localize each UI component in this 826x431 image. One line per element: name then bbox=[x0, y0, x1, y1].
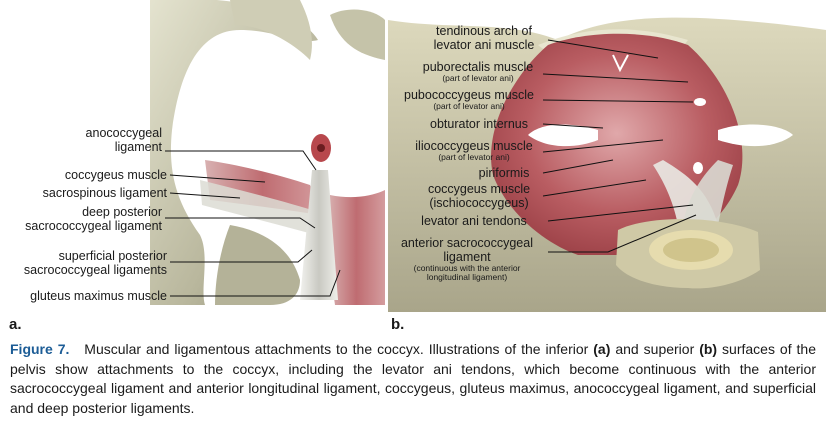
leader-puborectalis bbox=[542, 73, 689, 83]
leader-sacrospinous bbox=[169, 192, 241, 199]
leader-gluteus bbox=[170, 269, 341, 297]
figure-number: Figure 7. bbox=[10, 341, 70, 357]
leader-tendinous-arch bbox=[547, 39, 659, 59]
label-sacrospinous-ligament: sacrospinous ligament bbox=[42, 186, 167, 200]
right-obturator-opening bbox=[718, 124, 793, 147]
leader-deep-posterior bbox=[165, 217, 316, 229]
leader-piriformis bbox=[542, 159, 614, 174]
leader-anterior-sacrococcygeal bbox=[548, 214, 697, 253]
label-pubococcygeus-muscle: pubococcygeus muscle (part of levator an… bbox=[404, 88, 534, 111]
leader-levator-tendons bbox=[547, 204, 694, 222]
leader-iliococcygeus bbox=[542, 139, 664, 153]
label-coccygeus-muscle-ischiococcygeus: coccygeus muscle (ischiococcygeus) bbox=[427, 182, 531, 210]
label-iliococcygeus-muscle: iliococcygeus muscle (part of levator an… bbox=[415, 139, 533, 162]
pelvis-superior-drawing bbox=[388, 17, 826, 312]
urethral-opening bbox=[694, 98, 706, 106]
ischium-bone bbox=[150, 0, 318, 305]
panel-letter-b: b. bbox=[391, 316, 405, 333]
right-bone-top bbox=[330, 9, 385, 61]
label-levator-ani-tendons: levator ani tendons bbox=[421, 214, 527, 228]
lower-bone bbox=[215, 225, 300, 305]
label-puborectalis-muscle: puborectalis muscle (part of levator ani… bbox=[422, 60, 534, 83]
ilium-bone bbox=[230, 0, 312, 60]
leader-anococcygeal bbox=[165, 150, 317, 171]
leader-superficial-posterior bbox=[170, 249, 313, 263]
label-obturator-internus: obturator internus bbox=[430, 117, 528, 131]
figure-caption: Figure 7. Muscular and ligamentous attac… bbox=[10, 341, 817, 416]
illustration-superior-view: tendinous arch of levator ani muscle pub… bbox=[388, 0, 826, 312]
leader-coccygeus bbox=[169, 174, 266, 183]
gluteus-maximus-shape bbox=[327, 190, 385, 305]
panel-letter-a: a. bbox=[9, 316, 22, 333]
label-gluteus-maximus-muscle: gluteus maximus muscle bbox=[30, 289, 167, 303]
leader-pubococcygeus bbox=[542, 99, 694, 103]
leader-obturator bbox=[542, 123, 604, 129]
leader-coccygeus bbox=[542, 179, 647, 197]
coccyx-ligament-shape bbox=[300, 170, 338, 300]
label-tendinous-arch: tendinous arch of levator ani muscle bbox=[433, 24, 535, 52]
label-piriformis: piriformis bbox=[478, 166, 530, 180]
sacrospinous-ligament-shape bbox=[200, 180, 316, 235]
left-obturator-opening bbox=[528, 124, 598, 147]
label-coccygeus-muscle: coccygeus muscle bbox=[64, 168, 167, 182]
label-anterior-sacrococcygeal-ligament: anterior sacrococcygeal ligament (contin… bbox=[400, 236, 533, 282]
pelvis-inferior-drawing bbox=[150, 0, 385, 305]
